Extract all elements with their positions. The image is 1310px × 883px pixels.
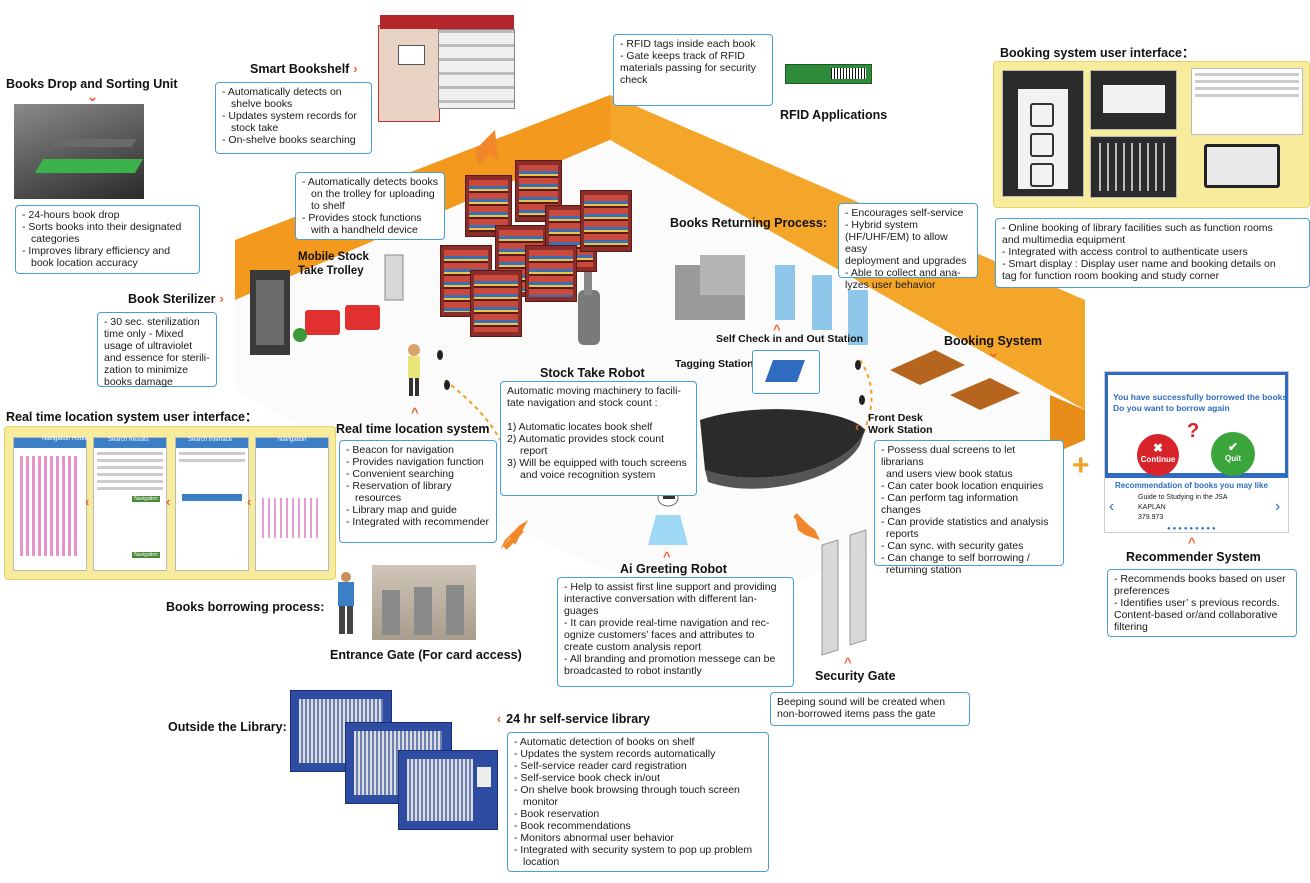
- rtls-screen-4: Navigation: [255, 437, 329, 571]
- booking-screen-3: [1090, 136, 1177, 198]
- question-mark-icon: ?: [1187, 420, 1200, 442]
- front-desk-title: Front Desk Work Station: [868, 412, 933, 436]
- booking-screen-4: [1191, 68, 1303, 135]
- entrance-gate-image: [372, 565, 476, 640]
- ai-robot-box: - Help to assist first line support and …: [557, 577, 794, 687]
- mobile-trolley-title: Mobile Stock Take Trolley: [298, 251, 369, 277]
- chevron-right-icon[interactable]: ›: [1275, 498, 1281, 515]
- chevron-left-icon: ‹: [855, 419, 860, 434]
- stock-robot-title: Stock Take Robot: [540, 366, 645, 380]
- security-gate-title: Security Gate: [815, 669, 896, 683]
- chevron-up-icon: ^: [411, 405, 419, 420]
- close-icon: ✖: [1152, 441, 1164, 455]
- chevron-right-icon: ›: [219, 292, 224, 306]
- stock-robot-box: Automatic moving machinery to facili- ta…: [500, 381, 697, 496]
- borrow-success-message: You have successfully borrowed the books: [1113, 392, 1288, 402]
- check-icon: ✔: [1227, 440, 1239, 454]
- rtls-screen-2: Search Results Navigation Navigation: [93, 437, 167, 571]
- books-drop-image: [14, 104, 144, 199]
- rtls-ui-panel: Navigation Route Search Results Navigati…: [4, 426, 336, 580]
- books-returning-title: Books Returning Process:: [670, 216, 827, 230]
- recommendation-title: Recommendation of books you may like: [1115, 481, 1268, 490]
- book-code: 379.973: [1138, 514, 1164, 521]
- person-image: [335, 572, 357, 634]
- kiosk-image-3: [398, 750, 498, 830]
- book-sterilizer-box: - 30 sec. sterilization time only - Mixe…: [97, 312, 217, 388]
- bookshelf: [470, 270, 522, 337]
- navigation-button[interactable]: Navigation: [132, 552, 160, 558]
- booking-ui-box: - Online booking of library facilities s…: [995, 218, 1310, 288]
- books-borrowing-title: Books borrowing process:: [166, 600, 325, 614]
- rtls-title: Real time location system: [336, 422, 490, 436]
- chevron-left-icon: ‹: [85, 494, 90, 509]
- rtls-ui-title: Real time location system user interface…: [6, 410, 258, 424]
- chevron-left-icon: ‹: [247, 494, 252, 509]
- ai-robot-title: Ai Greeting Robot: [620, 562, 727, 576]
- chevron-down-icon: ⌄: [87, 89, 98, 104]
- rtls-box: - Beacon for navigation - Provides navig…: [339, 440, 497, 543]
- books-returning-box: - Encourages self-service - Hybrid syste…: [838, 203, 978, 291]
- rfid-tag-image: [785, 64, 872, 84]
- bookshelf: [525, 245, 577, 302]
- book-publisher: KAPLAN: [1138, 504, 1166, 511]
- carousel-dots: ●●●●●●●●●: [1167, 526, 1218, 532]
- booking-ui-panel: [993, 61, 1310, 208]
- rtls-screen-3: Search Interface: [175, 437, 249, 571]
- rfid-title: RFID Applications: [780, 108, 888, 122]
- books-drop-title: Books Drop and Sorting Unit: [6, 77, 178, 91]
- borrow-again-message: Do you want to borrow again: [1113, 403, 1230, 413]
- smart-bookshelf-image: [378, 15, 518, 122]
- outside-library-title: Outside the Library:: [168, 720, 287, 734]
- recommender-screen: You have successfully borrowed the books…: [1104, 371, 1289, 533]
- book-sterilizer-title: Book Sterilizer›: [128, 292, 224, 306]
- chevron-up-icon: ^: [663, 549, 671, 564]
- tagging-station-title: Tagging Station: [675, 358, 754, 370]
- self-service-title: ‹24 hr self-service library: [497, 712, 651, 726]
- front-desk-box: - Possess dual screens to let librarians…: [874, 440, 1064, 576]
- entrance-gate-title: Entrance Gate (For card access): [330, 648, 522, 662]
- tagging-station-image: [752, 350, 820, 394]
- mobile-trolley-box: - Automatically detects books on the tro…: [295, 172, 445, 240]
- bookshelf: [580, 190, 632, 252]
- chevron-left-icon: ‹: [497, 712, 502, 726]
- chevron-down-icon: ⌄: [988, 345, 999, 360]
- self-service-box: - Automatic detection of books on shelf …: [507, 732, 769, 872]
- books-drop-box: - 24-hours book drop - Sorts books into …: [15, 205, 200, 274]
- recommender-box: - Recommends books based on user prefere…: [1107, 569, 1297, 637]
- chevron-up-icon: ^: [844, 655, 852, 670]
- chevron-left-icon: ‹: [166, 494, 171, 509]
- chevron-up-icon: ^: [773, 322, 781, 337]
- chevron-up-icon: ^: [1188, 535, 1196, 550]
- quit-button[interactable]: ✔ Quit: [1211, 432, 1255, 476]
- booking-system-title: Booking System: [944, 334, 1042, 348]
- self-check-title: Self Check in and Out Station: [716, 333, 864, 345]
- search-button[interactable]: [182, 494, 242, 501]
- smart-bookshelf-box: - Automatically detects on shelve books …: [215, 82, 372, 154]
- continue-button[interactable]: ✖ Continue: [1137, 434, 1179, 476]
- navigation-button[interactable]: Navigation: [132, 496, 160, 502]
- rfid-box: - RFID tags inside each book - Gate keep…: [613, 34, 773, 106]
- chevron-right-icon: ›: [353, 62, 358, 76]
- svg-text:+: +: [1072, 449, 1090, 482]
- security-gate-box: Beeping sound will be created when non-b…: [770, 692, 970, 726]
- booking-screen-2: [1090, 70, 1177, 130]
- recommender-title: Recommender System: [1126, 550, 1261, 564]
- book-title: Guide to Studying in the JSA: [1138, 494, 1228, 501]
- chevron-left-icon[interactable]: ‹: [1109, 498, 1115, 515]
- booking-screen-1: [1002, 70, 1084, 197]
- smart-display-tag: [1204, 144, 1280, 188]
- booking-ui-title: Booking system user interface：: [1000, 46, 1195, 60]
- smart-bookshelf-title: Smart Bookshelf›: [250, 62, 358, 76]
- rtls-screen-1: Navigation Route: [13, 436, 88, 571]
